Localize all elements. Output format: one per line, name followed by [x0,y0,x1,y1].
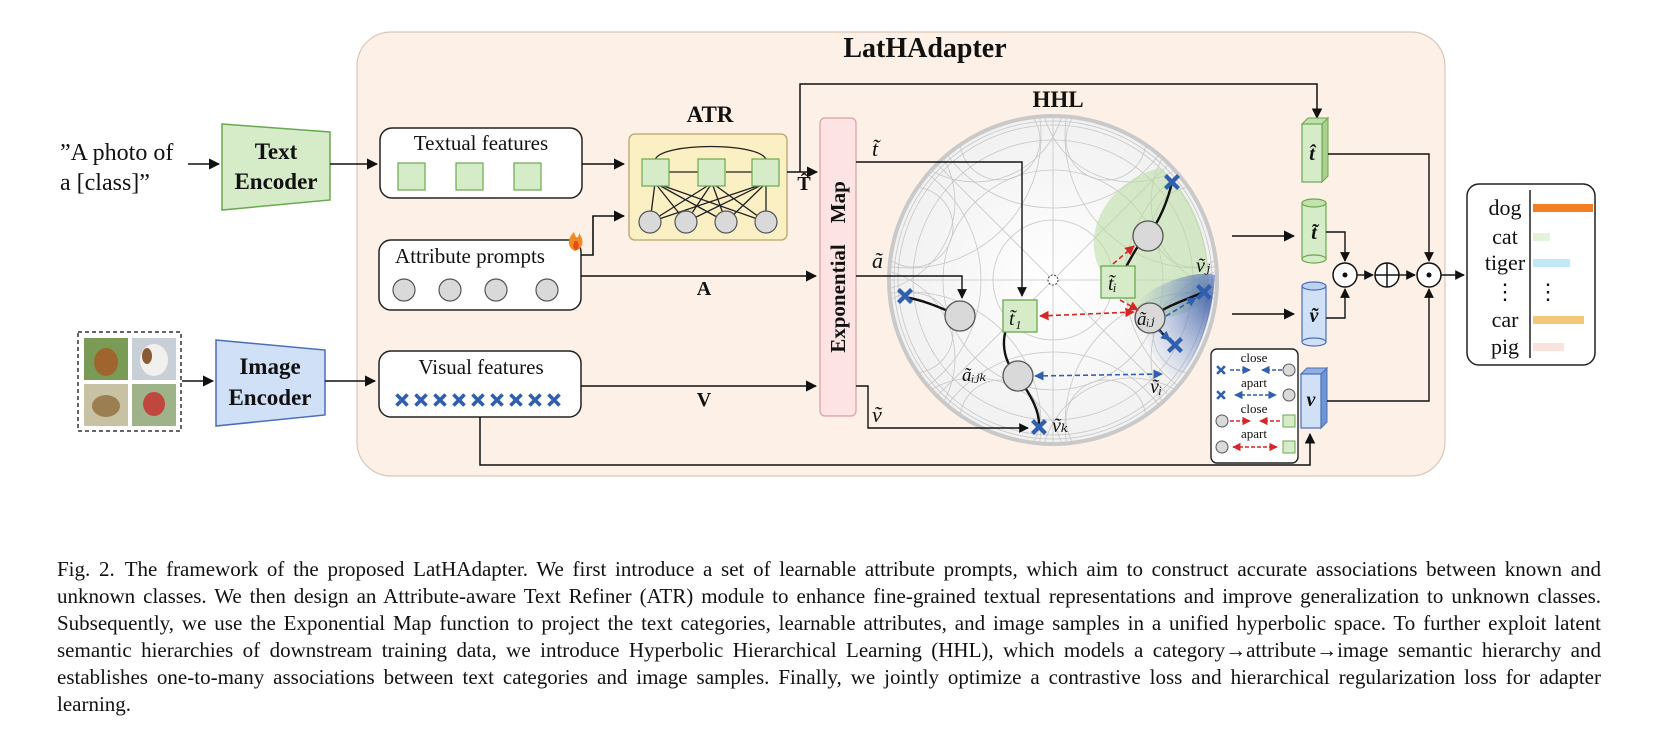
image-encoder-line1: Image [239,354,300,379]
input-images [77,331,182,432]
svg-text:t̂: t̂ [1309,143,1316,165]
figure-caption: Fig. 2.The framework of the proposed Lat… [57,556,1601,718]
t-tilde-label: t̃ [872,136,881,161]
hyperbolic-disk [887,114,1219,446]
class-ellipsis: ⋮ [1537,279,1559,304]
ti-tilde-label: t̃ᵢ [1108,273,1117,295]
text-encoder-line1: Text [255,139,298,164]
vi-tilde-label: ṽᵢ [1150,376,1162,398]
aijk-tilde-label: ãᵢⱼₖ [962,365,987,386]
legend-apart-red: apart [1241,426,1267,441]
class-label: pig [1491,334,1519,359]
vk-tilde-label: ṽₖ [1052,415,1068,437]
visual-features-label: Visual features [418,355,543,379]
t-hat-matrix-label: T̂ [797,171,811,195]
attribute-prompts-box [378,239,582,311]
class-score-bar [1533,259,1571,267]
operators [1332,262,1442,288]
caption-text: The framework of the proposed LatHAdapte… [57,557,1601,716]
fire-icon [568,232,583,251]
class-label: ⋮ [1494,279,1516,304]
a-tilde-label: ã [872,248,883,273]
image-encoder-line2: Encoder [228,385,311,410]
class-label: cat [1492,224,1518,249]
v-tilde-label: ṽ [872,402,883,427]
t1-tilde-label: t̃₁ [1009,308,1022,330]
class-label: dog [1489,195,1522,220]
output-t-hat: t̂ [1300,116,1330,184]
caption-label: Fig. 2. [57,557,115,581]
output-t-tilde: t̃ [1301,198,1327,264]
panel-title: LatHAdapter [843,33,1006,64]
text-encoder-line2: Encoder [234,169,317,194]
input-text-line2: a [class]” [60,170,150,196]
svg-text:v: v [1307,389,1317,411]
class-label: car [1492,307,1520,332]
framework-figure: LatHAdapter ”A photo of a [class]” Text … [60,31,1596,477]
hhl-label: HHL [1032,87,1083,112]
exponential-map [819,117,857,417]
class-score-bar [1533,204,1593,212]
class-label: tiger [1485,250,1526,275]
svg-text:t̃: t̃ [1311,222,1320,244]
distance-legend [1210,348,1299,464]
exponential-map-label: Exponential Map [826,181,850,353]
attribute-prompts-label: Attribute prompts [395,244,545,268]
svg-text:ṽ: ṽ [1310,305,1320,327]
output-v-tilde: ṽ [1301,281,1327,347]
class-score-bar [1533,233,1550,241]
class-score-bar [1533,316,1584,324]
vj-tilde-label: ṽⱼ [1196,255,1211,277]
atr-label: ATR [687,102,734,127]
output-v: v [1299,366,1329,430]
class-score-bar [1533,343,1565,351]
aij-tilde-label: ãᵢⱼ [1137,309,1155,330]
v-matrix-label: V [697,389,712,411]
input-text-line1: ”A photo of [60,140,173,166]
a-matrix-label: A [697,278,712,300]
legend-apart-blue: apart [1241,375,1267,390]
legend-close-blue: close [1241,350,1268,365]
text-encoder [221,123,331,211]
image-encoder [215,339,326,427]
textual-features-label: Textual features [414,131,548,155]
legend-close-red: close [1241,401,1268,416]
